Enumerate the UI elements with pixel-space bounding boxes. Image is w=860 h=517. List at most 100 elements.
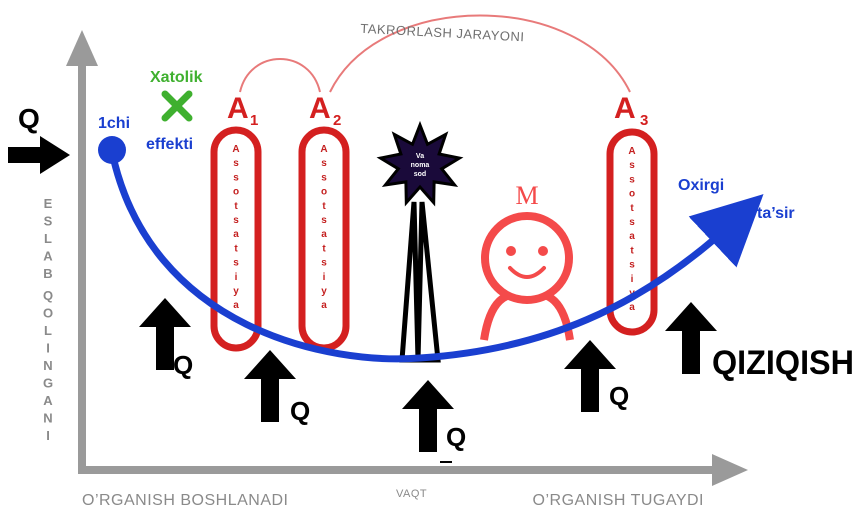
q-arrow-2-label: Q bbox=[290, 396, 310, 426]
a3-letter: A bbox=[614, 92, 636, 125]
y-axis-letter: A bbox=[43, 393, 53, 408]
y-axis-letter: Q bbox=[43, 288, 53, 303]
x-axis-arrowhead bbox=[712, 454, 748, 486]
pillar-letter: s bbox=[629, 160, 635, 171]
q-arrow-2: Q bbox=[244, 350, 310, 426]
pillar-letter: i bbox=[235, 272, 238, 283]
pillar-letter: o bbox=[629, 189, 635, 200]
star-text-1: Va bbox=[416, 153, 424, 160]
y-axis-letter: S bbox=[44, 214, 53, 229]
green-x-icon bbox=[161, 90, 193, 122]
interest-label: QIZIQISH bbox=[712, 344, 854, 382]
pillar-letter: t bbox=[630, 245, 634, 256]
m-label: M bbox=[515, 181, 538, 210]
y-axis-letter: I bbox=[46, 428, 50, 443]
pillar-letter: s bbox=[321, 258, 327, 269]
pillar-letter: s bbox=[321, 215, 327, 226]
smiley-head-icon bbox=[481, 212, 573, 304]
star-burst-icon bbox=[376, 120, 464, 207]
q-arrow-5 bbox=[665, 302, 717, 374]
x-axis-mid-label: VAQT bbox=[396, 488, 427, 500]
y-axis-letter: G bbox=[43, 376, 53, 391]
error-mark: Xatolik bbox=[150, 69, 203, 122]
q-arrow-1: Q bbox=[139, 298, 193, 380]
pillar-letter: a bbox=[233, 300, 239, 311]
first-effect-line1: 1chi bbox=[98, 115, 130, 132]
pillar-letter: a bbox=[629, 302, 635, 313]
repetition-arcs bbox=[239, 14, 631, 93]
pillar-letter: i bbox=[631, 274, 634, 285]
q-arrow-3: Q bbox=[402, 380, 466, 452]
pillar-letter: t bbox=[630, 203, 634, 214]
pillar-letter: y bbox=[321, 286, 327, 297]
pillar-letter: a bbox=[321, 229, 327, 240]
pillar-letter: s bbox=[629, 260, 635, 271]
y-axis-letter: E bbox=[44, 196, 53, 211]
pillar-letter: t bbox=[322, 243, 326, 254]
q-arrow-4: Q bbox=[564, 340, 629, 412]
input-arrow-icon bbox=[8, 136, 70, 174]
pillar-letter: a bbox=[233, 229, 239, 240]
a2-letter: A bbox=[309, 92, 331, 125]
a2-subscript: 2 bbox=[333, 112, 341, 129]
star-text-2: noma bbox=[411, 162, 430, 169]
arc-a2-a3 bbox=[329, 14, 631, 93]
y-axis-letter: O bbox=[43, 306, 53, 321]
q-arrows: Q Q Q Q bbox=[139, 298, 717, 452]
last-effect-line2: ta’sir bbox=[757, 205, 795, 222]
y-axis-letter: L bbox=[44, 323, 52, 338]
y-axis-letter: B bbox=[43, 266, 52, 281]
pillar-letter: s bbox=[321, 172, 327, 183]
y-axis-letter: N bbox=[43, 358, 52, 373]
input-q-group: Q bbox=[8, 103, 70, 174]
star-text-3: sod bbox=[414, 171, 426, 178]
pillar-letter: i bbox=[323, 272, 326, 283]
y-axis-letter: L bbox=[44, 231, 52, 246]
y-axis-letter: N bbox=[43, 411, 52, 426]
pillar-letter: A bbox=[320, 144, 327, 155]
y-axis-letter: I bbox=[46, 341, 50, 356]
pillar-letter: s bbox=[233, 258, 239, 269]
arc-a1-a2 bbox=[239, 58, 321, 93]
q-arrow-4-label: Q bbox=[609, 381, 629, 411]
y-axis-letter: A bbox=[43, 249, 53, 264]
pillar-letter: o bbox=[321, 187, 327, 198]
pillar-letter: a bbox=[321, 300, 327, 311]
pillar-letter: t bbox=[234, 201, 238, 212]
q-arrow-3-label: Q bbox=[446, 422, 466, 452]
pillar-letter: s bbox=[233, 158, 239, 169]
smiley-eye-left bbox=[506, 246, 516, 256]
star-tower: Va noma sod bbox=[376, 120, 464, 363]
smiley-eye-right bbox=[538, 246, 548, 256]
pillar-letter: A bbox=[628, 146, 635, 157]
a3-subscript: 3 bbox=[640, 112, 648, 129]
pillar-letter: y bbox=[233, 286, 239, 297]
pillar-letter: s bbox=[233, 172, 239, 183]
q-arrow-1-label: Q bbox=[173, 350, 193, 380]
error-label: Xatolik bbox=[150, 69, 203, 86]
pillar-letter: A bbox=[232, 144, 239, 155]
star-shape bbox=[376, 120, 464, 207]
process-label: TAKRORLASH JARAYONI bbox=[360, 21, 525, 45]
pillar-letter: s bbox=[233, 215, 239, 226]
last-effect-line1: Oxirgi bbox=[678, 177, 724, 194]
a1-subscript: 1 bbox=[250, 112, 258, 129]
smiley-mouth bbox=[508, 266, 546, 279]
smiley-figure: M bbox=[480, 181, 574, 341]
a1-letter: A bbox=[227, 92, 249, 125]
pillar-letter: s bbox=[629, 217, 635, 228]
x-axis-end-label: O’RGANISH TUGAYDI bbox=[533, 492, 704, 509]
y-axis-arrowhead bbox=[66, 30, 98, 66]
pillar-letter: s bbox=[629, 174, 635, 185]
curve-start-dot bbox=[98, 136, 126, 164]
pillar-letter: o bbox=[233, 187, 239, 198]
input-q-label: Q bbox=[18, 103, 40, 134]
